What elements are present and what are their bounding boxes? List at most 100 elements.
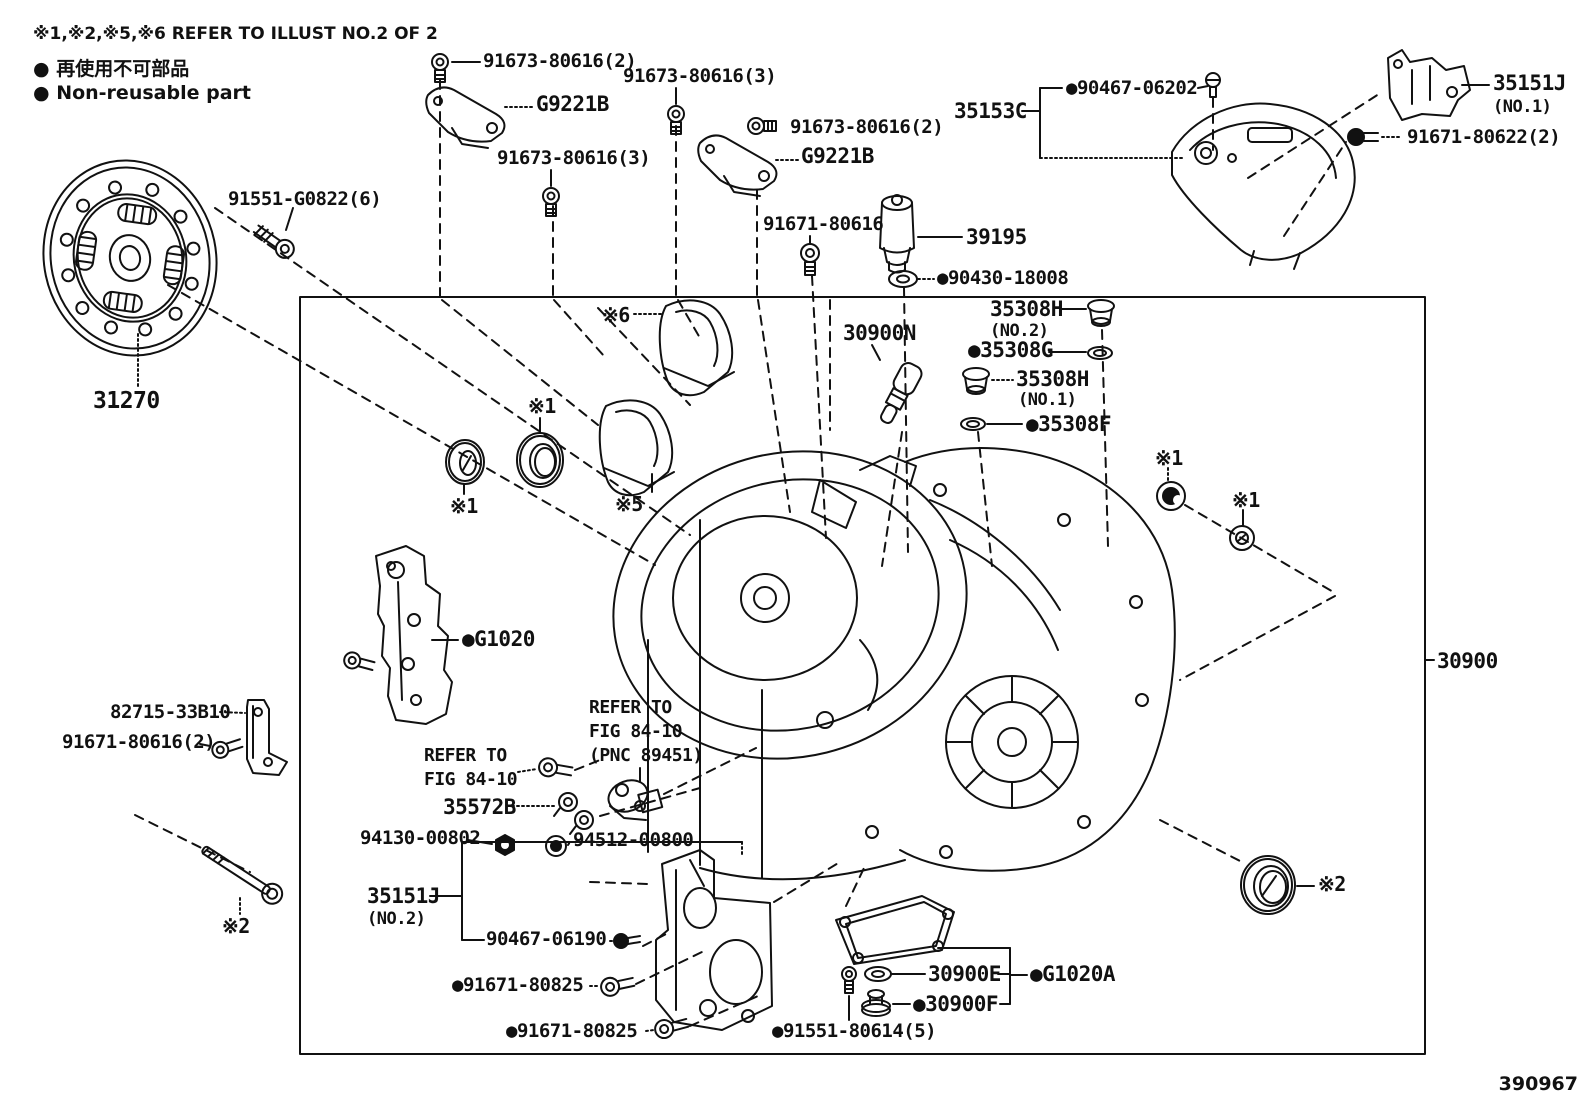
bolt-icon-80825-a <box>600 976 636 997</box>
note-refer-pnc-l3: (PNC 89451) <box>589 745 703 766</box>
leader-fig8410 <box>517 768 538 773</box>
part-label-94130-00802: 94130-00802 <box>360 827 481 849</box>
cover-35153c <box>1171 102 1356 270</box>
cover-plate-30900ef <box>835 895 955 965</box>
mark-x1-d: ※1 <box>450 494 478 518</box>
part-label-90467-06202: ●90467-06202 <box>1066 77 1198 99</box>
bracket-g9221b-a <box>425 86 506 149</box>
screw-90467-06190 <box>613 933 641 949</box>
washer-30900e <box>864 966 892 982</box>
part-label-g1020a: ●G1020A <box>1030 962 1116 986</box>
long-bolt-x2 <box>201 845 284 905</box>
bracket-35151j-no1 <box>1387 49 1471 121</box>
part-label-35308g: ●35308G <box>968 338 1054 362</box>
bracket-g9221b-b <box>697 134 778 197</box>
washer-90430-18008 <box>888 270 918 288</box>
part-label-30900: 30900 <box>1437 649 1498 673</box>
sensor-30900n <box>880 362 923 424</box>
part-label-31270: 31270 <box>93 388 160 414</box>
note-refer-illust: ※1,※2,※5,※6 REFER TO ILLUST NO.2 OF 2 <box>33 24 438 44</box>
part-label-35151j-no2: 35151J <box>367 884 440 908</box>
part-label-30900f: ●30900F <box>913 992 999 1016</box>
bolt-icon-91671-80616 <box>800 243 820 276</box>
part-label-91671-80616-2: 91671-80616(2) <box>62 731 216 753</box>
sensor-89451 <box>607 779 664 821</box>
part-sublabel-no1: (NO.1) <box>1493 97 1552 117</box>
mark-x1-a: ※1 <box>1155 446 1183 470</box>
bolt-icon-top-a <box>431 53 449 83</box>
duct-x6 <box>658 299 735 397</box>
bolt-icon-fig8410 <box>538 757 574 778</box>
mark-x5: ※5 <box>615 492 643 516</box>
part-label-91673-80616-3-b: 91673-80616(3) <box>497 147 651 169</box>
leader-82715 <box>219 711 246 714</box>
part-label-35572b: 35572B <box>443 795 516 819</box>
note-refer-fig8410-l2: FIG 84-10 <box>424 769 518 790</box>
mark-x6: ※6 <box>602 303 630 327</box>
gasket-g1020 <box>375 545 453 725</box>
note-refer-fig8410-l1: REFER TO <box>424 745 507 766</box>
part-label-35153c: 35153C <box>954 99 1027 123</box>
leader-94512 <box>567 841 571 846</box>
part-label-35151j-no1: 35151J <box>1493 71 1566 95</box>
part-label-91671-80825-a: ●91671-80825 <box>452 974 584 996</box>
duct-x5 <box>598 399 675 497</box>
part-label-39195: 39195 <box>966 225 1027 249</box>
part-label-82715-33b10: 82715-33B10 <box>110 701 231 723</box>
bracket-lines-30900ef <box>891 947 1028 1005</box>
part-label-91673-80616-2-b: 91673-80616(2) <box>790 116 944 138</box>
part-label-91671-80622-2: 91671-80622(2) <box>1407 126 1561 148</box>
bracket-lines-35153c <box>1021 87 1184 159</box>
leader-90467-06202 <box>1197 85 1209 89</box>
part-sublabel-no2-a: (NO.2) <box>990 321 1049 341</box>
washer-94512 <box>545 835 567 857</box>
legend-non-reusable-en: ● Non-reusable part <box>33 82 251 104</box>
clamp-35572b <box>553 792 594 835</box>
clutch-disc-drawing <box>42 159 218 357</box>
seal-x1-mid <box>516 432 564 488</box>
seal-x1-small <box>445 439 485 485</box>
oring-35308f <box>960 417 986 431</box>
part-label-94512-00800: 94512-00800 <box>573 829 694 851</box>
transaxle-assembly-drawing <box>612 447 1176 881</box>
dashed-leaders <box>134 79 1383 1027</box>
figure-number: 390967 <box>1498 1073 1578 1095</box>
leader-91551-g0822 <box>285 207 294 231</box>
bolt-icon-top-d <box>747 117 777 135</box>
part-label-91671-80825-b: ●91671-80825 <box>506 1020 638 1042</box>
oring-35308g <box>1087 346 1113 360</box>
cylinder-39195 <box>879 194 915 274</box>
plug-35308h-no1 <box>962 367 990 395</box>
part-label-35308h-no2: 35308H <box>990 297 1063 321</box>
part-label-91551-g0822-6: 91551-G0822(6) <box>228 188 382 210</box>
bolt-icon-91671-80616-2 <box>211 738 244 759</box>
part-label-30900n: 30900N <box>843 321 916 345</box>
bracket-82715 <box>246 699 288 776</box>
mark-x2-a: ※2 <box>222 914 250 938</box>
mark-x1-b: ※1 <box>1232 488 1260 512</box>
part-label-g1020: ●G1020 <box>462 627 535 651</box>
bolt-91551-g0822-icon <box>252 224 295 259</box>
screw-90467-06202 <box>1205 72 1221 98</box>
leader-91671-80616-2 <box>199 743 211 747</box>
legend-non-reusable-jp: ● 再使用不可部品 <box>33 58 190 80</box>
part-sublabel-no1-b: (NO.1) <box>1018 390 1077 410</box>
mark-x1-c: ※1 <box>528 394 556 418</box>
note-refer-pnc-l1: REFER TO <box>589 697 672 718</box>
part-label-g9221b-a: G9221B <box>536 92 609 116</box>
part-label-91673-80616-3-a: 91673-80616(3) <box>623 65 777 87</box>
bracket-lines-35151j-no2 <box>429 841 743 941</box>
plug-30900f <box>861 989 891 1017</box>
mark-x2-b: ※2 <box>1318 872 1346 896</box>
bolt-icon-g1020 <box>343 651 376 672</box>
part-label-91673-80616-2-a: 91673-80616(2) <box>483 50 637 72</box>
plug-35308h-no2 <box>1087 299 1115 327</box>
part-label-35308h-no1: 35308H <box>1016 367 1089 391</box>
part-label-90430-18008: ●90430-18008 <box>937 267 1069 289</box>
bracket-35151j-no2 <box>655 849 773 1031</box>
part-label-35308f: ●35308F <box>1026 412 1112 436</box>
part-label-91671-80616: 91671-80616 <box>763 213 884 235</box>
note-refer-pnc-l2: FIG 84-10 <box>589 721 683 742</box>
bolt-icon-80825-b <box>654 1017 690 1040</box>
